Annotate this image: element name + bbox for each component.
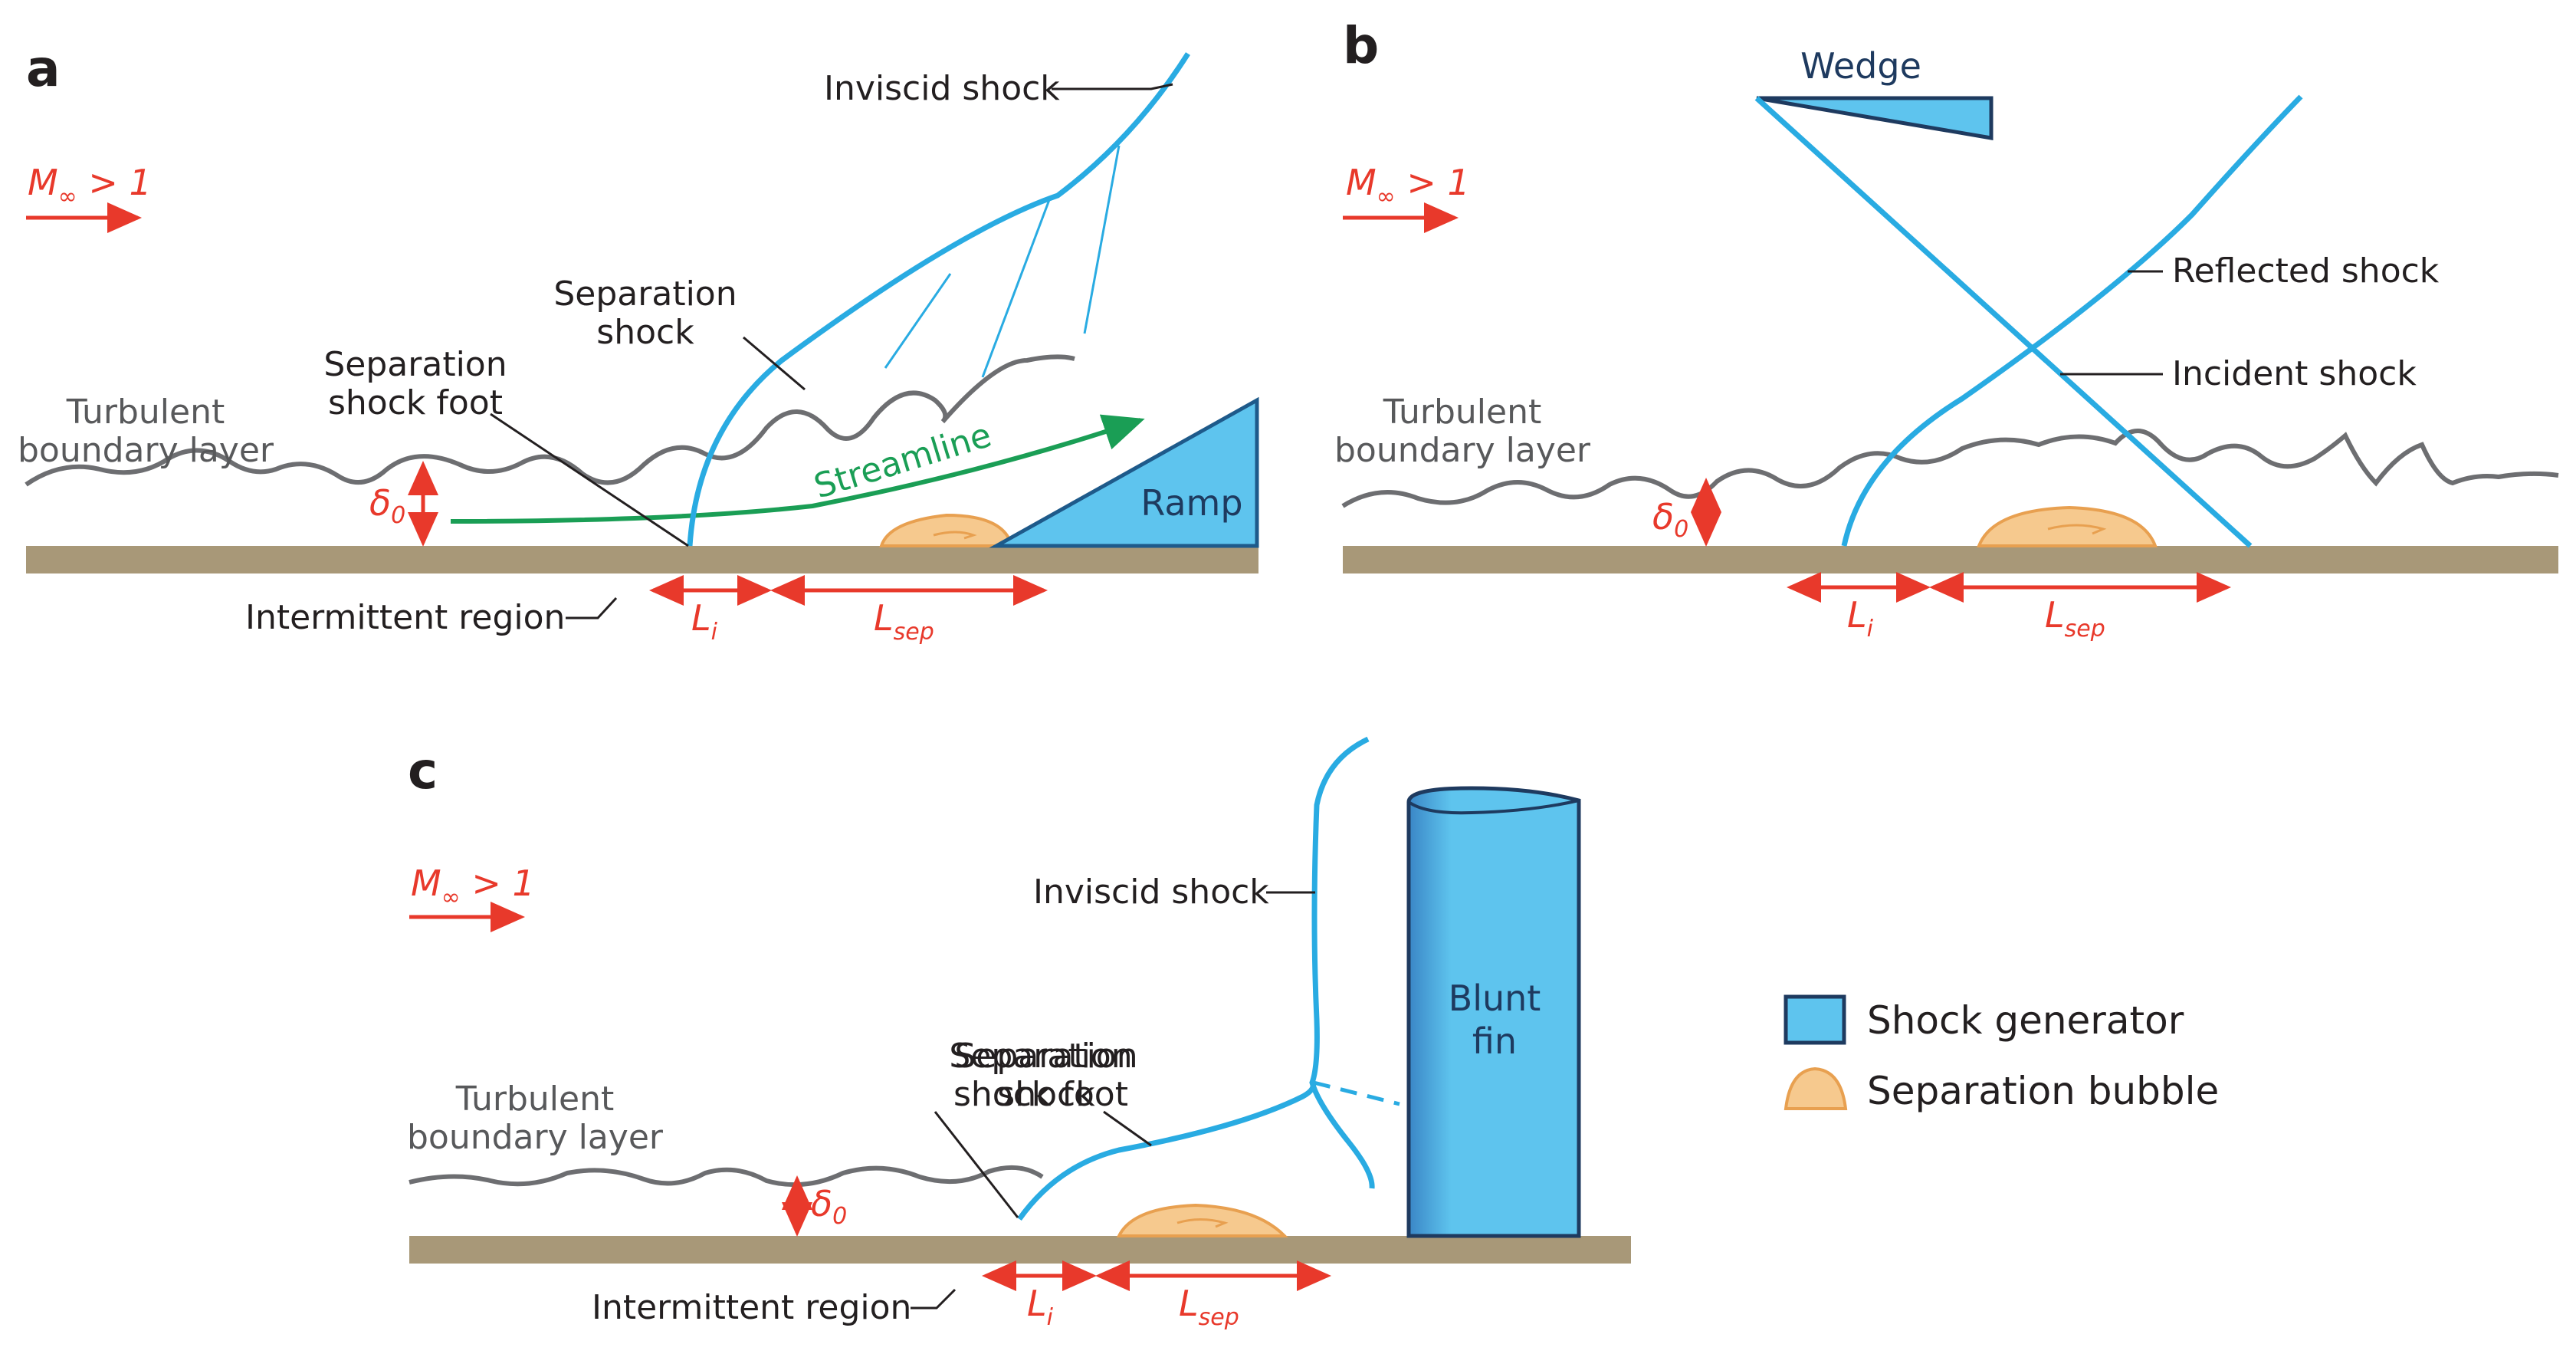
panel-b-delta-label: δ0: [1652, 496, 1688, 543]
recirculation-icon: [1176, 1218, 1229, 1228]
panel-c-dashed-shock: [1313, 1080, 1400, 1106]
svg-text:M∞ > 1: M∞ > 1: [1346, 162, 1470, 210]
shock-foot-label-2: shock foot: [953, 1075, 1128, 1114]
turbulent-label-1: Turbulent: [1383, 393, 1541, 432]
panel-c-mach-label: M∞ > 1: [409, 863, 535, 932]
shock-foot-label-1: Separation: [323, 345, 507, 384]
inviscid-shock-label: Inviscid shock: [1033, 873, 1269, 912]
mach-rel: > 1: [1396, 162, 1470, 203]
legend-separation-bubble-swatch: [1784, 1066, 1848, 1110]
panel-c-wall: [409, 1236, 1631, 1264]
panel-a-letter: a: [26, 39, 61, 98]
legend-shock-generator-swatch: [1784, 994, 1846, 1045]
panel-b-wedge: [1756, 96, 1994, 140]
turbulent-label-2: boundary layer: [18, 431, 274, 470]
turbulent-label-1: Turbulent: [455, 1080, 614, 1119]
panel-c-blunt-fin: [1406, 786, 1581, 1238]
panel-a-wall: [26, 546, 1258, 573]
panel-a-separation-shock: [687, 52, 1190, 547]
leader-line: [743, 336, 806, 391]
panel-c-delta-label: δ0: [811, 1183, 847, 1230]
panel-a-boundary-layer: [25, 354, 1075, 487]
incident-shock-label: Incident shock: [2172, 354, 2417, 393]
separation-shock-label-1: Separation: [954, 1037, 1137, 1076]
turbulent-label-2: boundary layer: [407, 1118, 664, 1157]
intermittent-region-label: Intermittent region: [592, 1288, 911, 1327]
panel-c-boundary-layer: [409, 1165, 1044, 1188]
panel-b-li-label: Li: [1847, 594, 1874, 642]
svg-text:M∞ > 1: M∞ > 1: [411, 863, 535, 911]
leader-line: [1103, 1110, 1152, 1147]
leader-line: [490, 412, 689, 547]
blunt-label-1: Blunt: [1449, 978, 1541, 1019]
intermittent-region-label: Intermittent region: [245, 598, 565, 637]
panel-b-wall: [1343, 546, 2558, 573]
mach-sub: ∞: [441, 884, 461, 911]
wedge-label: Wedge: [1800, 45, 1921, 87]
shock-foot-label-1: Separation: [949, 1037, 1132, 1076]
mach-rel: > 1: [77, 162, 152, 203]
panel-c-separation-shock-label-visible: Separation shock: [954, 1037, 1152, 1147]
panel-c-inviscid-shock: [1309, 736, 1375, 1189]
compression-wave-2: [981, 197, 1052, 378]
leader-line: [934, 1111, 1019, 1218]
panel-a-streamline: [450, 414, 1145, 524]
ramp-label: Ramp: [1140, 482, 1242, 524]
compression-wave-3: [884, 273, 952, 369]
compression-wave-1: [1083, 145, 1121, 334]
reflected-shock-label: Reflected shock: [2172, 251, 2440, 291]
panel-b-boundary-layer: [1341, 429, 2559, 508]
panel-c-separation-shock: [1017, 1080, 1316, 1221]
panel-c: c M∞ > 1 Blunt fin δ0 Li Lsep Inviscid s…: [408, 736, 1631, 1331]
panel-b-mach-label: M∞ > 1: [1343, 162, 1470, 233]
shock-foot-label-2: shock foot: [328, 383, 503, 422]
mach-rel: > 1: [461, 863, 535, 904]
mach-symbol: M: [28, 162, 58, 203]
separation-shock-label-2: shock: [596, 313, 694, 352]
mach-symbol: M: [411, 863, 441, 904]
panel-a-mach-label: M∞ > 1: [26, 162, 152, 233]
panel-a-delta-label: δ0: [369, 482, 405, 529]
leader-line: [1052, 83, 1173, 90]
inviscid-shock-label: Inviscid shock: [824, 69, 1060, 108]
legend-separation-bubble-label: Separation bubble: [1867, 1069, 2219, 1113]
recirculation-icon: [933, 531, 977, 540]
panel-c-lsep-label: Lsep: [1179, 1283, 1239, 1331]
recirculation-icon: [2047, 524, 2107, 535]
panel-b-lsep-label: Lsep: [2045, 594, 2105, 642]
turbulent-label-2: boundary layer: [1334, 431, 1591, 470]
mach-sub: ∞: [58, 183, 77, 210]
streamline-label: Streamline: [809, 416, 996, 507]
panel-b-reflected-shock: [1841, 94, 2303, 547]
panel-c-letter: c: [408, 741, 438, 800]
legend: Shock generator Separation bubble: [1784, 994, 2219, 1113]
separation-shock-label-1: Separation: [553, 274, 737, 314]
panel-a-separation-bubble: [879, 513, 1014, 547]
blunt-label-2: fin: [1472, 1020, 1517, 1062]
leader-line: [566, 596, 618, 619]
panel-b-incident-shock: [1754, 96, 2253, 548]
turbulent-label-1: Turbulent: [66, 393, 225, 432]
panel-c-li-label: Li: [1027, 1283, 1054, 1331]
panel-b-letter: b: [1343, 16, 1379, 75]
panel-a-li-label: Li: [691, 597, 718, 646]
panel-c-other-labels: Turbulent boundary layer Intermittent re…: [407, 1080, 957, 1327]
mach-symbol: M: [1346, 162, 1377, 203]
panel-a-lsep-label: Lsep: [874, 597, 934, 646]
leader-line: [911, 1288, 957, 1310]
separation-shock-label-2: shock: [997, 1075, 1095, 1114]
legend-shock-generator-label: Shock generator: [1867, 998, 2184, 1043]
svg-text:M∞ > 1: M∞ > 1: [28, 162, 152, 210]
panel-b: b M∞ > 1 Wedge δ0 Li Lsep Reflected shoc…: [1334, 16, 2559, 642]
panel-a: a M∞ > 1 Ramp Streamline δ0 Li Lsep: [18, 39, 1259, 646]
panel-a-ramp: [989, 396, 1259, 548]
fin-top-edge: [1407, 799, 1580, 815]
mach-sub: ∞: [1377, 183, 1396, 210]
